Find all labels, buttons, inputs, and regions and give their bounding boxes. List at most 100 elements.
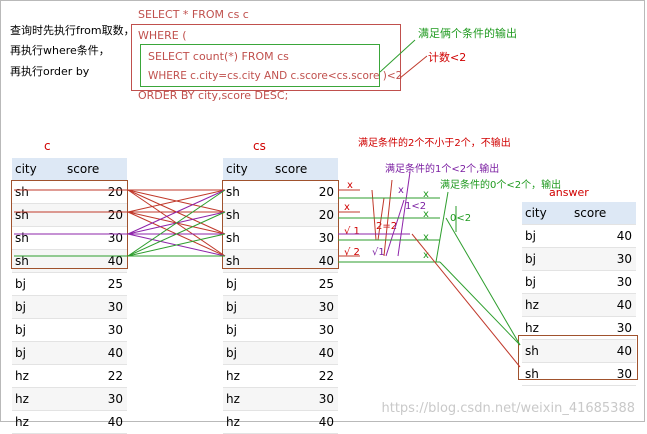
c-sh-group-box	[11, 180, 128, 269]
cell-score: 40	[318, 346, 334, 360]
comparison-lines	[14, 39, 521, 368]
cell-city: bj	[226, 277, 237, 291]
table-row: sh 40	[522, 340, 636, 363]
watermark: https://blog.csdn.net/weixin_41685388	[381, 401, 635, 416]
cell-score: 30	[616, 321, 632, 335]
cell-city: bj	[15, 277, 26, 291]
cell-city: bj	[226, 300, 237, 314]
sql-line-2: WHERE (	[138, 29, 187, 42]
mark-x-purple: x	[398, 185, 404, 196]
cell-city: sh	[226, 185, 240, 199]
mark-x-green-4: x	[423, 250, 429, 261]
cell-score: 30	[318, 300, 334, 314]
cell-score: 30	[318, 392, 334, 406]
cell-city: hz	[525, 321, 539, 335]
cell-score: 25	[107, 277, 123, 291]
cell-city: hz	[226, 369, 240, 383]
cell-score: 40	[616, 229, 632, 243]
cell-city: sh	[15, 254, 29, 268]
cell-city: sh	[226, 231, 240, 245]
cell-city: bj	[226, 323, 237, 337]
cell-score: 30	[107, 392, 123, 406]
header-score: score	[67, 162, 100, 176]
cell-city: sh	[525, 367, 539, 381]
cell-score: 30	[107, 300, 123, 314]
cell-city: hz	[15, 369, 29, 383]
annotation-both-conditions: 满足俩个条件的输出	[418, 27, 517, 40]
mark-check-1: √ 1	[344, 226, 360, 237]
table-row: hz 30	[223, 388, 338, 411]
green-lines	[14, 39, 521, 346]
table-row: sh 20	[12, 181, 127, 204]
annotation-one-output: 满足条件的1个<2个,输出	[385, 164, 500, 175]
cell-score: 40	[318, 254, 334, 268]
cell-score: 30	[616, 252, 632, 266]
cell-score: 30	[318, 323, 334, 337]
cell-score: 20	[107, 185, 123, 199]
cell-city: hz	[226, 392, 240, 406]
cell-score: 40	[107, 346, 123, 360]
annotation-two-not-output: 满足条件的2个不小于2个，不输出	[358, 138, 511, 149]
header-score: score	[574, 206, 607, 220]
table-row: hz 30	[522, 317, 636, 340]
mark-1lt2: 1<2	[405, 201, 427, 212]
purple-lines	[14, 171, 411, 257]
cell-city: sh	[15, 185, 29, 199]
sql-line-3: SELECT count(*) FROM cs	[148, 50, 289, 63]
cell-score: 30	[318, 231, 334, 245]
cell-score: 30	[616, 275, 632, 289]
annotation-zero-output: 满足条件的0个<2个，输出	[440, 180, 562, 191]
cell-score: 40	[616, 344, 632, 358]
cell-score: 20	[318, 208, 334, 222]
cell-city: sh	[525, 344, 539, 358]
table-row: hz 40	[522, 294, 636, 317]
note-line-3: 再执行order by	[10, 65, 90, 78]
diagram-frame	[0, 0, 645, 422]
table-c-label: c	[44, 139, 51, 153]
header-city: city	[525, 206, 547, 220]
cell-score: 40	[616, 298, 632, 312]
mark-x-green-2: x	[423, 209, 429, 220]
cell-score: 40	[107, 254, 123, 268]
table-row: bj 40	[12, 342, 127, 365]
table-header-row: city score	[12, 158, 127, 181]
mark-2eq2: 2=2	[376, 221, 398, 232]
table-row: bj 30	[223, 296, 338, 319]
annotation-count-lt2: 计数<2	[428, 51, 467, 64]
cell-score: 30	[616, 367, 632, 381]
table-row: bj 25	[12, 273, 127, 296]
table-header-row: city score	[223, 158, 338, 181]
cell-city: bj	[15, 346, 26, 360]
note-line-2: 再执行where条件，	[10, 44, 110, 57]
header-score: score	[275, 162, 308, 176]
header-city: city	[15, 162, 37, 176]
cell-city: hz	[525, 298, 539, 312]
table-row: hz 22	[12, 365, 127, 388]
table-row: sh 30	[223, 227, 338, 250]
table-row: bj 40	[223, 342, 338, 365]
sql-line-4: WHERE c.city=cs.city AND c.score<cs.scor…	[148, 70, 403, 82]
subquery-box	[140, 44, 380, 87]
cell-city: bj	[226, 346, 237, 360]
mark-x-green-3: x	[423, 232, 429, 243]
cell-score: 30	[107, 323, 123, 337]
table-row: bj 30	[223, 319, 338, 342]
mark-x-1: x	[347, 180, 353, 191]
cell-score: 22	[107, 369, 123, 383]
mark-0lt2: 0<2	[450, 213, 472, 224]
sql-line-1: SELECT * FROM cs c	[138, 8, 249, 21]
cell-score: 20	[318, 185, 334, 199]
mark-check-1b: √1	[372, 247, 385, 258]
